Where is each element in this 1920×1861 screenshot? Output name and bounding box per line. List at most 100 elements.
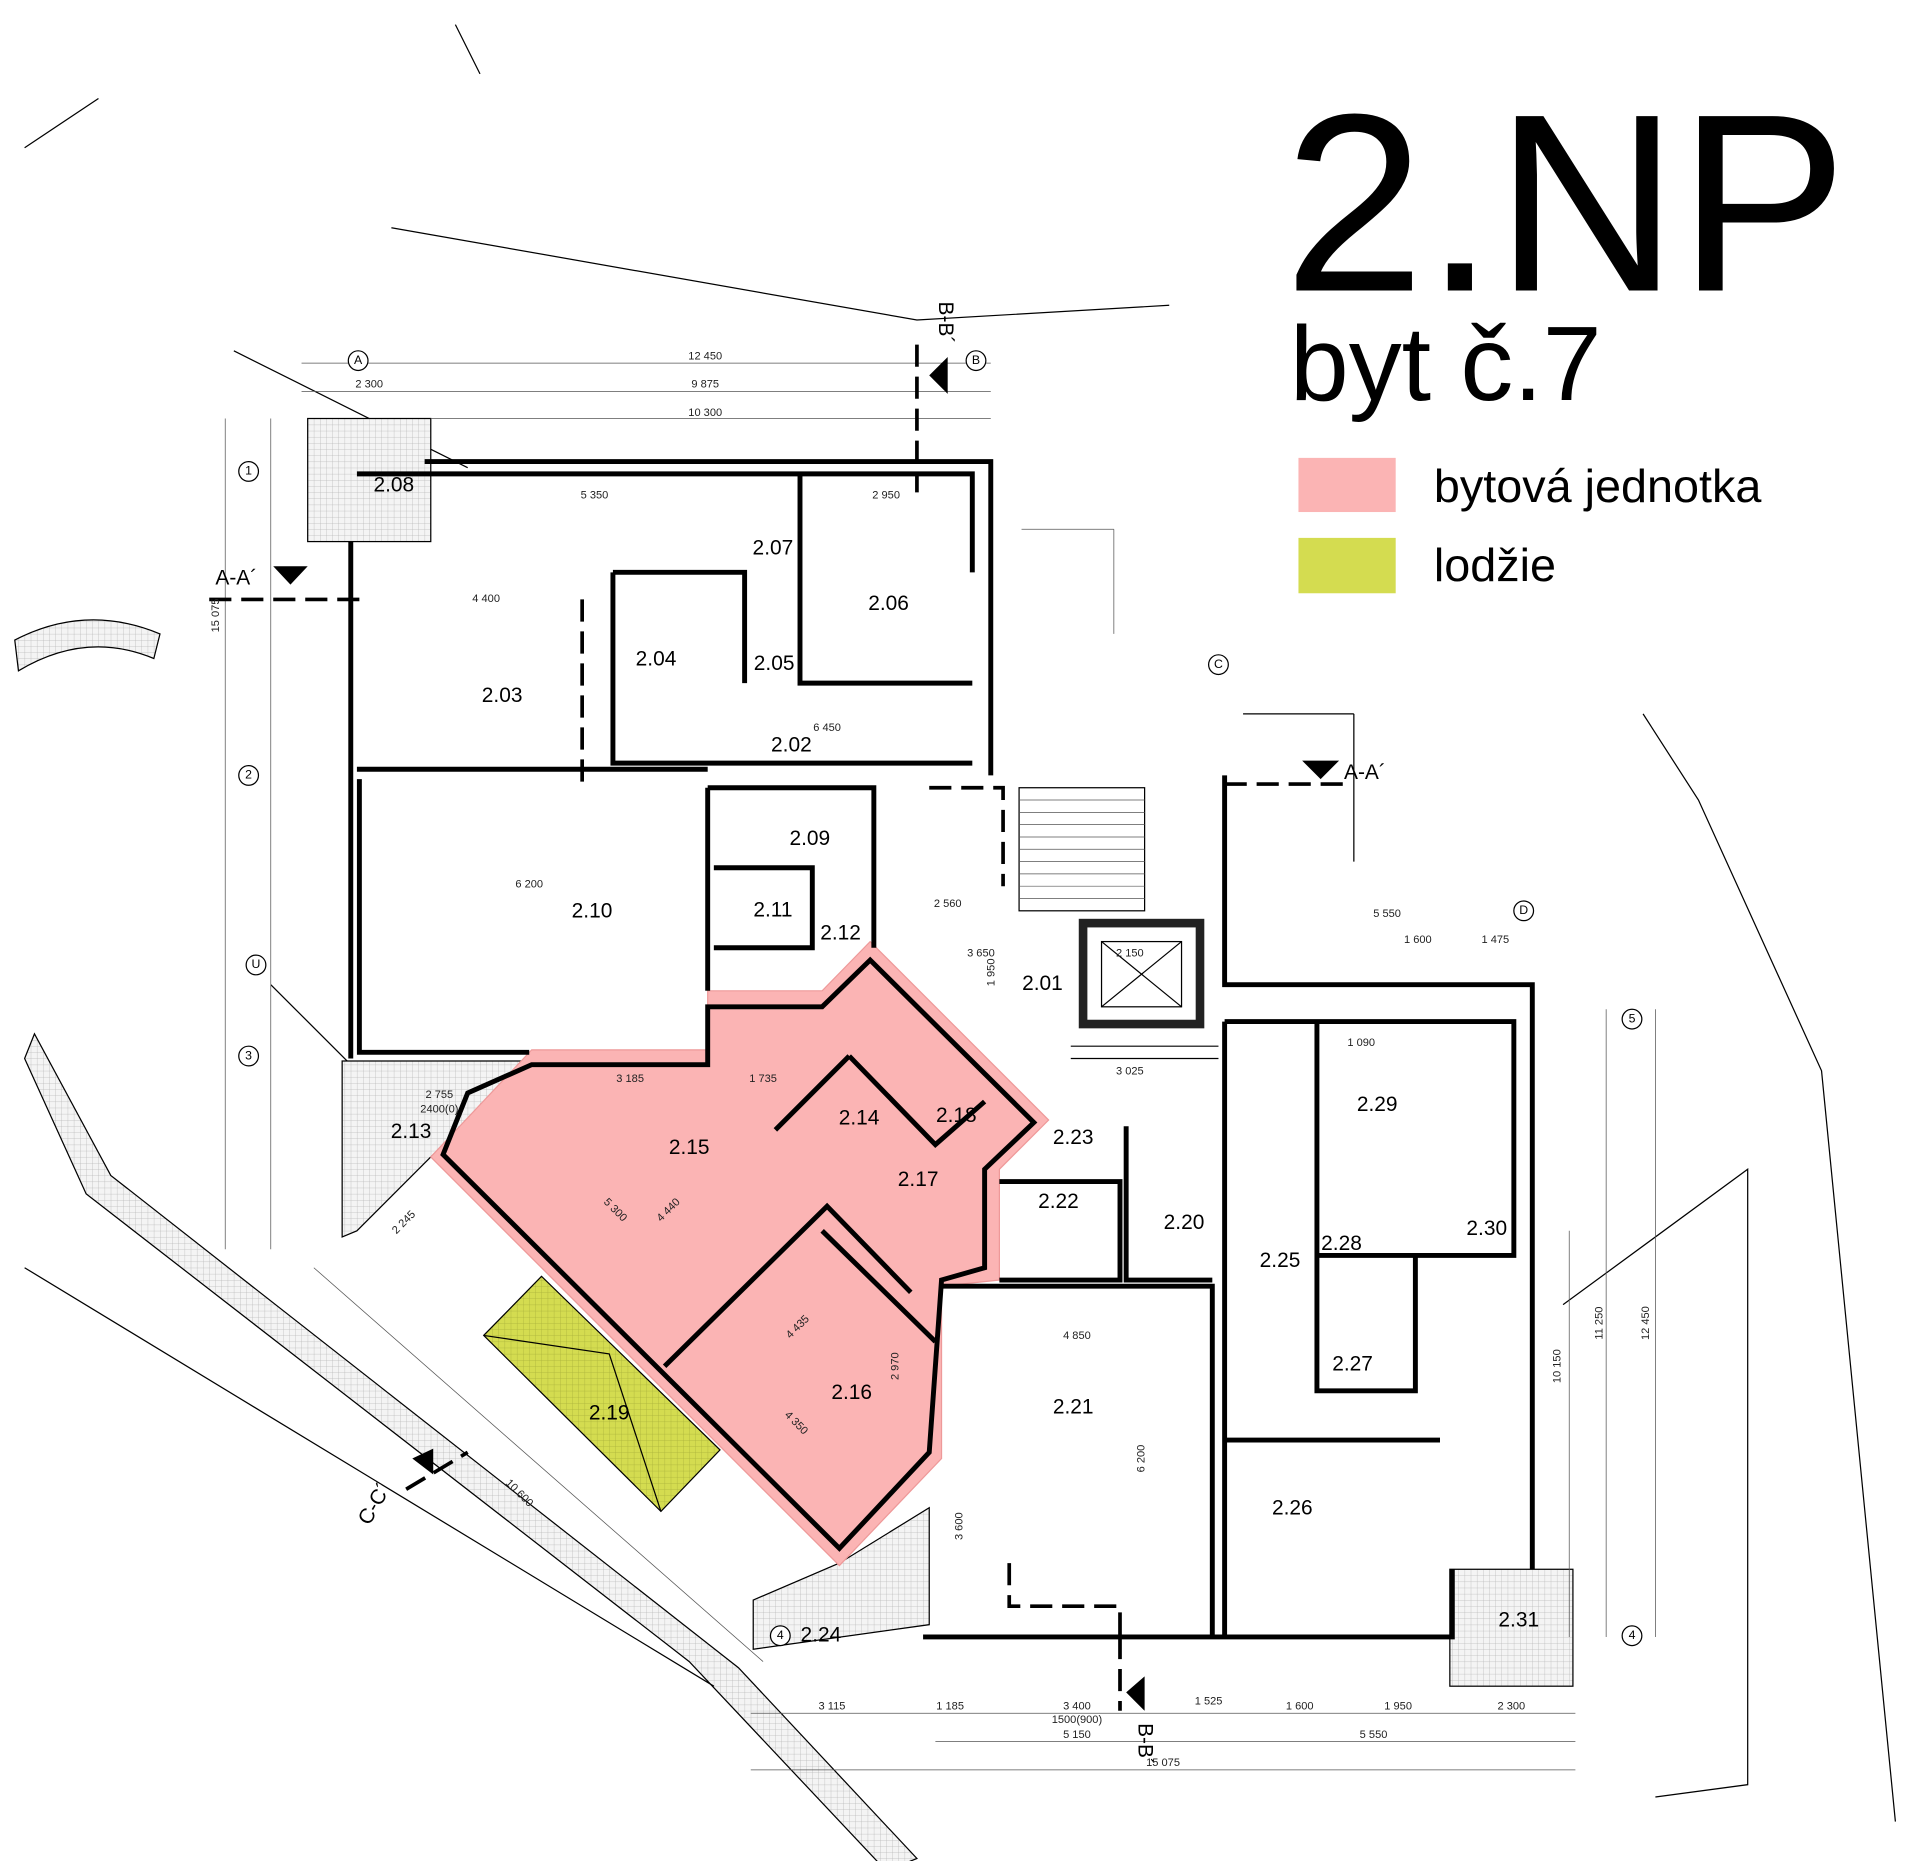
axis-label: A bbox=[354, 353, 363, 367]
dimension-label: 5 550 bbox=[1360, 1729, 1388, 1741]
dimension-label: 5 150 bbox=[1063, 1729, 1091, 1741]
dimension-label: 3 115 bbox=[819, 1701, 846, 1713]
room-label: 2.27 bbox=[1332, 1352, 1373, 1375]
dimension-label: 10 300 bbox=[688, 407, 722, 419]
room-label: 2.11 bbox=[753, 898, 792, 921]
axis-label: 2 bbox=[245, 768, 252, 782]
section-label: B-B´ bbox=[1133, 1723, 1156, 1765]
dimension-label: 15 075 bbox=[1146, 1757, 1180, 1769]
section-cut-lines bbox=[209, 344, 1348, 1711]
legend: bytová jednotka lodžie bbox=[1298, 457, 1761, 594]
dimension-label: 2 300 bbox=[355, 379, 383, 391]
dimension-label: 2400(0) bbox=[420, 1104, 458, 1116]
axis-marker-circle bbox=[1621, 1008, 1643, 1030]
axis-label: 4 bbox=[777, 1628, 784, 1642]
axis-marker-circle bbox=[347, 350, 369, 372]
dimension-label: 1 600 bbox=[1404, 934, 1432, 946]
balcony-2-08 bbox=[307, 417, 432, 543]
dimension-label: 1500(900) bbox=[1052, 1714, 1102, 1726]
section-label: C-C´ bbox=[354, 1479, 396, 1529]
room-label: 2.29 bbox=[1357, 1093, 1398, 1116]
dimension-label: 2 970 bbox=[889, 1352, 901, 1380]
section-label: A-A´ bbox=[1344, 761, 1386, 784]
axis-marker-circle bbox=[238, 764, 260, 786]
elevator-shaft bbox=[1078, 918, 1205, 1029]
room-label: 2.20 bbox=[1164, 1211, 1205, 1234]
legend-swatch-apartment bbox=[1298, 457, 1396, 513]
room-label: 2.04 bbox=[636, 647, 677, 670]
dimension-lines bbox=[224, 362, 1656, 1771]
dimension-label: 15 075 bbox=[210, 599, 222, 633]
balcony-2-31 bbox=[1449, 1568, 1574, 1687]
dimension-label: 2 300 bbox=[1498, 1701, 1526, 1713]
dimension-label: 1 185 bbox=[936, 1701, 964, 1713]
axis-marker-circle bbox=[245, 954, 267, 976]
room-label: 2.25 bbox=[1260, 1249, 1301, 1272]
room-label: 2.03 bbox=[482, 684, 523, 707]
site-lines bbox=[14, 24, 1896, 1861]
room-label: 2.06 bbox=[868, 592, 909, 615]
room-label: 2.22 bbox=[1038, 1190, 1079, 1213]
room-label: 2.18 bbox=[936, 1104, 977, 1127]
room-label: 2.14 bbox=[839, 1106, 880, 1129]
terrain-arc bbox=[14, 619, 161, 672]
room-label: 2.05 bbox=[754, 652, 795, 675]
dimension-label: 6 200 bbox=[515, 878, 543, 890]
room-label: 2.01 bbox=[1022, 972, 1063, 995]
dimension-label: 12 450 bbox=[688, 350, 722, 362]
section-arrow-icon bbox=[929, 356, 948, 394]
dimension-label: 1 735 bbox=[749, 1073, 777, 1085]
room-label: 2.26 bbox=[1272, 1496, 1313, 1519]
walls bbox=[348, 459, 1535, 1640]
room-label: 2.30 bbox=[1466, 1217, 1507, 1240]
dimension-label: 3 025 bbox=[1116, 1065, 1144, 1077]
axis-label: D bbox=[1519, 903, 1528, 917]
dimension-label: 5 350 bbox=[581, 489, 609, 501]
dimension-label: 6 200 bbox=[1136, 1445, 1148, 1473]
axis-marker-circle bbox=[238, 1045, 260, 1067]
room-label: 2.21 bbox=[1053, 1396, 1094, 1419]
dimension-label: 2 150 bbox=[1116, 947, 1144, 959]
axis-label: 4 bbox=[1629, 1628, 1636, 1642]
dimension-label: 1 090 bbox=[1347, 1037, 1375, 1049]
room-label: 2.31 bbox=[1498, 1608, 1539, 1631]
floor-title: 2.NP bbox=[1284, 61, 1848, 345]
dimension-label: 2 950 bbox=[872, 489, 900, 501]
room-label: 2.13 bbox=[391, 1120, 432, 1143]
dimension-label: 1 525 bbox=[1195, 1696, 1223, 1708]
room-label: 2.16 bbox=[831, 1381, 872, 1404]
room-label: 2.10 bbox=[572, 900, 613, 923]
section-arrow-icon bbox=[273, 566, 308, 585]
section-arrow-icon bbox=[1302, 760, 1340, 780]
dimension-label: 1 950 bbox=[985, 959, 997, 987]
dimension-label: 3 185 bbox=[616, 1073, 644, 1085]
room-label: 2.24 bbox=[801, 1623, 842, 1646]
section-arrow-icon bbox=[1126, 1676, 1145, 1711]
apartment-unit-area bbox=[429, 940, 1050, 1567]
unit-title: byt č.7 bbox=[1290, 305, 1602, 423]
axis-marker-circle bbox=[1208, 654, 1229, 676]
axis-label: B bbox=[972, 353, 980, 367]
dimension-label: 1 475 bbox=[1482, 934, 1510, 946]
dimension-label: 4 850 bbox=[1063, 1330, 1091, 1342]
room-label: 2.19 bbox=[589, 1402, 630, 1425]
axis-marker-circle bbox=[1513, 900, 1535, 922]
dimension-label: 3 650 bbox=[967, 947, 995, 959]
section-label: B-B´ bbox=[934, 302, 957, 344]
room-label: 2.08 bbox=[373, 474, 414, 497]
room-label: 2.07 bbox=[753, 536, 794, 559]
axis-marker-circle bbox=[965, 350, 987, 372]
dimension-label: 5 550 bbox=[1373, 908, 1401, 920]
room-label: 2.02 bbox=[771, 733, 812, 756]
dimension-label: 4 400 bbox=[472, 593, 500, 605]
dimension-label: 2 755 bbox=[426, 1089, 454, 1101]
room-label: 2.28 bbox=[1321, 1232, 1362, 1255]
room-label: 2.15 bbox=[669, 1136, 710, 1159]
dimension-label: 2 245 bbox=[390, 1209, 418, 1237]
section-label: A-A´ bbox=[215, 567, 257, 590]
dimension-label: 10 150 bbox=[1552, 1349, 1564, 1383]
axis-marker-circle bbox=[238, 460, 260, 482]
axis-label: U bbox=[252, 957, 261, 971]
